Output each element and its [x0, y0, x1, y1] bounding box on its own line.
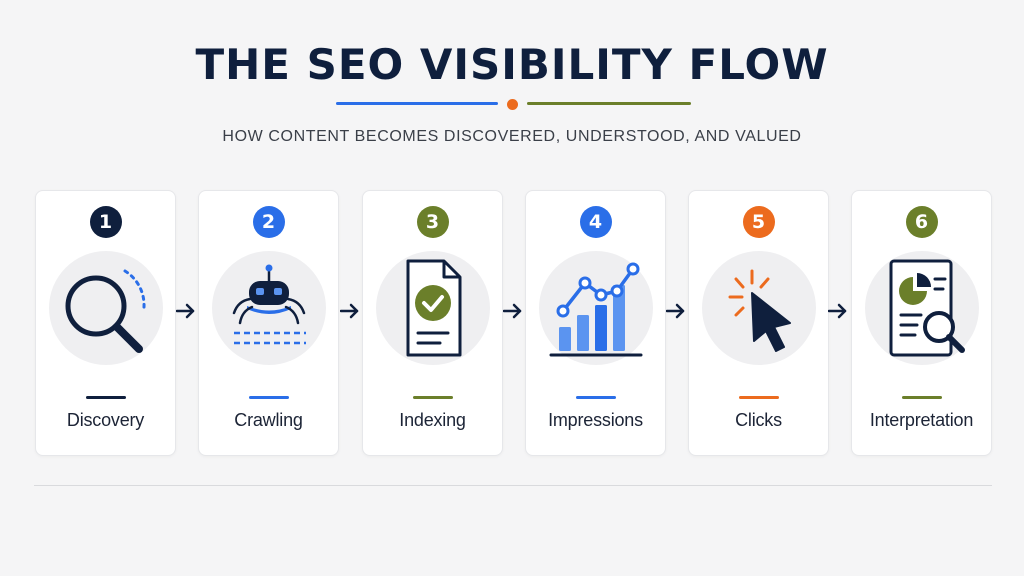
step-number-badge: 5 [742, 206, 775, 238]
footer-divider [34, 485, 992, 486]
page-subtitle: HOW CONTENT BECOMES DISCOVERED, UNDERSTO… [222, 128, 802, 145]
step-card-crawling: 2 Crawling [198, 190, 339, 456]
step-label: Interpretation [869, 410, 974, 430]
step-number-badge: 2 [252, 206, 285, 238]
step-card-impressions: 4 Impressions [525, 190, 666, 456]
title-rule-left [336, 102, 498, 105]
step-label: Crawling [234, 410, 303, 430]
title-rule-right [527, 102, 691, 105]
cursor-click-icon [701, 251, 816, 365]
document-check-icon [375, 251, 490, 365]
step-number-badge: 4 [579, 206, 612, 238]
step-label: Discovery [66, 410, 145, 430]
step-number-badge: 3 [416, 206, 449, 238]
arrow-right-icon [176, 303, 195, 319]
step-rule [575, 396, 616, 399]
step-number-badge: 1 [89, 206, 122, 238]
step-rule [901, 396, 942, 399]
arrow-right-icon [666, 303, 685, 319]
step-rule [248, 396, 289, 399]
step-rule [85, 396, 126, 399]
step-rule [412, 396, 453, 399]
step-rule [738, 396, 779, 399]
arrow-right-icon [503, 303, 522, 319]
arrow-right-icon [340, 303, 359, 319]
step-label: Impressions [548, 410, 643, 430]
growth-chart-icon [538, 251, 653, 365]
page-title: THE SEO VISIBILITY FLOW [195, 40, 829, 89]
title-rule-dot [507, 99, 518, 110]
robot-spider-icon [211, 251, 326, 365]
step-card-discovery: 1 Discovery [35, 190, 176, 456]
magnifier-icon [48, 251, 163, 365]
report-analysis-icon [864, 251, 979, 365]
arrow-right-icon [828, 303, 847, 319]
step-label: Indexing [399, 410, 466, 430]
step-card-interpretation: 6 Interpretation [851, 190, 992, 456]
step-label: Clicks [735, 410, 782, 430]
step-card-indexing: 3 Indexing [362, 190, 503, 456]
step-card-clicks: 5 Clicks [688, 190, 829, 456]
step-number-badge: 6 [905, 206, 938, 238]
